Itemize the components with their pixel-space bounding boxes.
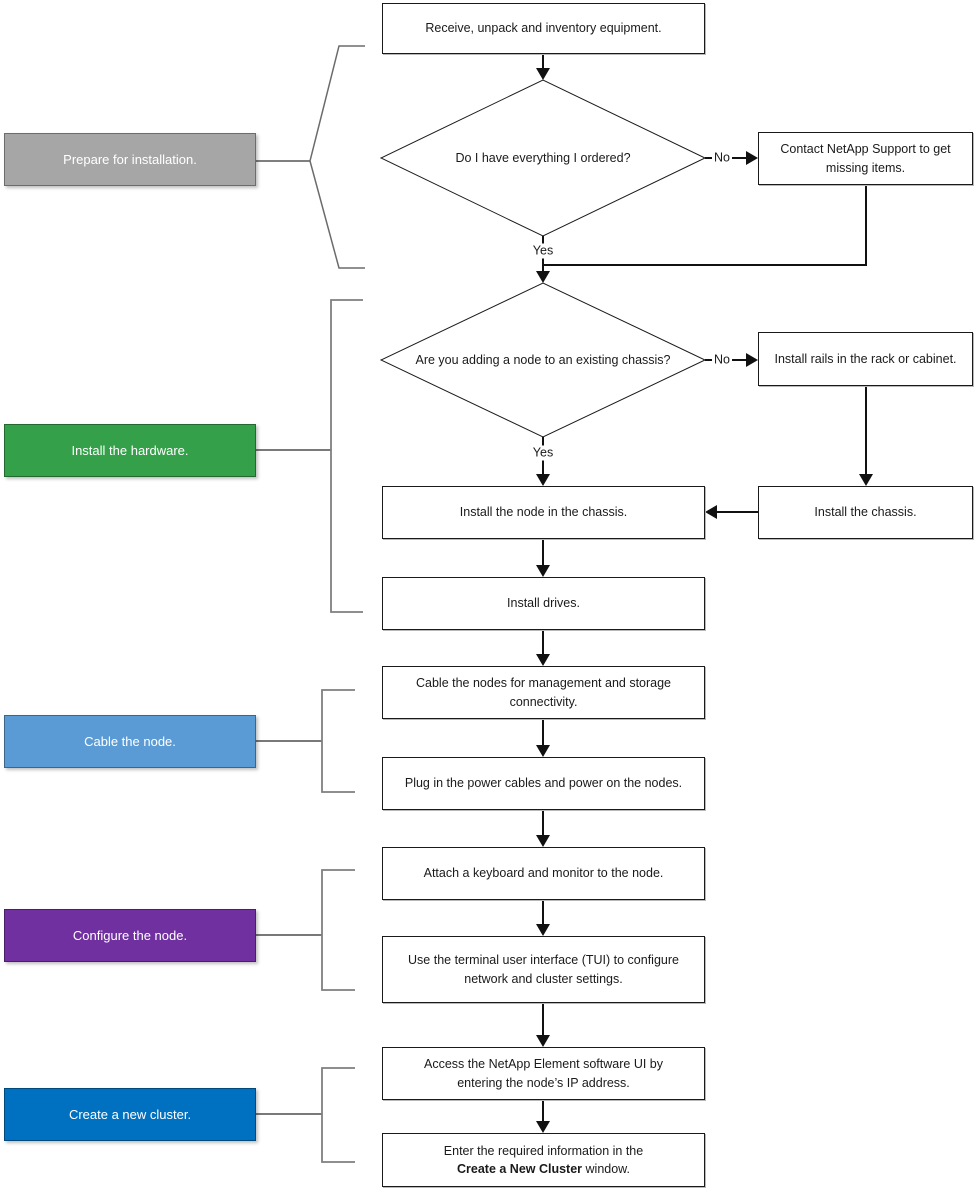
step-enter-info-text: Enter the required information in the Cr… <box>444 1142 643 1178</box>
bracket-cable-node <box>256 689 355 793</box>
step-box-contact-support: Contact NetApp Support to get missing it… <box>758 132 973 185</box>
step-box-receive: Receive, unpack and inventory equipment. <box>382 3 705 54</box>
step-box-attach-keyboard: Attach a keyboard and monitor to the nod… <box>382 847 705 900</box>
phase-box-install-hardware: Install the hardware. <box>4 424 256 477</box>
phase-box-create-cluster: Create a new cluster. <box>4 1088 256 1141</box>
phase-box-configure-node: Configure the node. <box>4 909 256 962</box>
bracket-create-cluster <box>256 1067 355 1163</box>
decision2-label: Are you adding a node to an existing cha… <box>415 352 671 367</box>
no-label-1: No <box>712 150 732 166</box>
yes-label-1: Yes <box>530 243 556 259</box>
decision1-label: Do I have everything I ordered? <box>455 150 631 165</box>
step-box-install-drives: Install drives. <box>382 577 705 630</box>
yes-label-2: Yes <box>530 445 556 461</box>
enter-info-line1: Enter the required information in the <box>443 1143 644 1158</box>
enter-info-suffix: window. <box>582 1162 630 1176</box>
enter-info-bold: Create a New Cluster <box>456 1162 583 1176</box>
step-box-use-tui: Use the terminal user interface (TUI) to… <box>382 936 705 1003</box>
phase-box-prepare: Prepare for installation. <box>4 133 256 186</box>
flow-arrowheads <box>536 68 873 1133</box>
no-label-2: No <box>712 352 732 368</box>
bracket-prepare <box>256 45 365 269</box>
step-box-power-on: Plug in the power cables and power on th… <box>382 757 705 810</box>
bracket-configure-node <box>256 869 355 991</box>
step-box-cable-nodes: Cable the nodes for management and stora… <box>382 666 705 719</box>
step-box-enter-info: Enter the required information in the Cr… <box>382 1133 705 1187</box>
step-box-access-ui: Access the NetApp Element software UI by… <box>382 1047 705 1100</box>
phase-box-cable-node: Cable the node. <box>4 715 256 768</box>
bracket-install-hardware <box>256 299 363 613</box>
step-box-install-rails: Install rails in the rack or cabinet. <box>758 332 973 386</box>
step-box-install-chassis: Install the chassis. <box>758 486 973 539</box>
step-box-install-node: Install the node in the chassis. <box>382 486 705 539</box>
